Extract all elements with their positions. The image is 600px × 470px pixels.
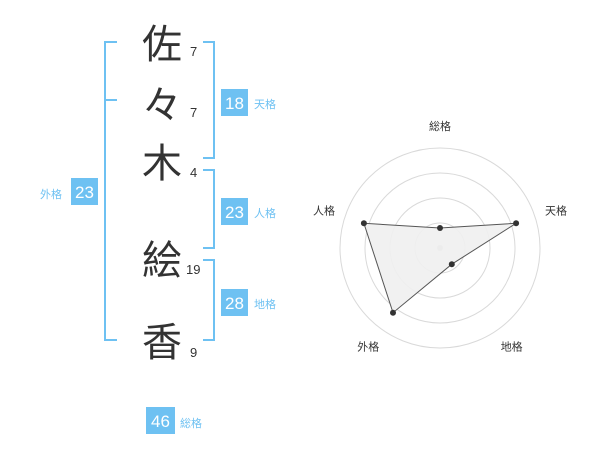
tenkaku-label: 天格 <box>254 97 276 111</box>
soukaku-value: 46 <box>151 412 170 431</box>
radar-axis-label-5: 人格 <box>313 203 335 217</box>
radar-axis-label-4: 外格 <box>357 340 379 354</box>
jinkaku-label: 人格 <box>254 206 276 220</box>
name-char-1: 佐 <box>142 22 182 68</box>
radar-area <box>363 222 517 314</box>
chikaku-bracket <box>203 259 215 341</box>
name-char-4: 絵 <box>142 238 182 284</box>
radar-axis-label-1: 総格 <box>429 119 451 133</box>
chikaku-value: 28 <box>225 294 244 313</box>
tenkaku-value: 18 <box>225 94 244 113</box>
soukaku-badge <box>146 407 175 434</box>
stroke-count-4: 19 <box>186 262 200 277</box>
stroke-count-5: 9 <box>190 345 197 360</box>
name-char-5: 香 <box>142 320 182 366</box>
tenkaku-bracket <box>203 41 215 159</box>
jinkaku-value: 23 <box>225 203 244 222</box>
soukaku-label: 総格 <box>180 416 202 430</box>
jinkaku-badge <box>221 198 248 225</box>
radar-ring-3 <box>364 172 516 324</box>
radar-point-3 <box>448 261 455 268</box>
radar-axis-label-3: 地格 <box>501 340 523 354</box>
gaikaku-badge <box>71 178 98 205</box>
gaikaku-bracket <box>104 41 117 341</box>
jinkaku-bracket <box>203 169 215 249</box>
tenkaku-badge <box>221 89 248 116</box>
radar-point-2 <box>513 220 520 227</box>
radar-ring-4 <box>339 147 541 349</box>
gaikaku-label: 外格 <box>40 187 62 201</box>
radar-axis-label-2: 天格 <box>545 203 567 217</box>
gaikaku-value: 23 <box>75 183 94 202</box>
name-char-3: 木 <box>142 141 182 187</box>
radar-point-4 <box>390 309 396 316</box>
name-char-2: 々 <box>142 83 182 129</box>
radar-point-5 <box>360 220 367 227</box>
chikaku-label: 地格 <box>254 297 276 311</box>
stroke-count-1: 7 <box>190 44 197 59</box>
stroke-count-2: 7 <box>190 105 197 120</box>
radar-points <box>360 220 520 316</box>
stroke-count-3: 4 <box>190 165 197 180</box>
chikaku-badge <box>221 289 248 316</box>
radar-point-1 <box>437 225 443 231</box>
